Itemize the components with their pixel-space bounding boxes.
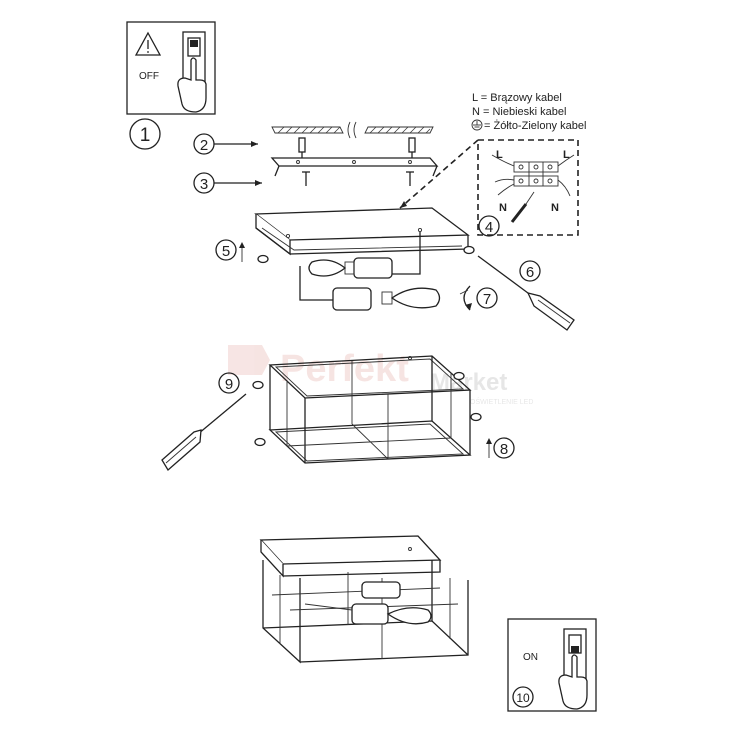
warning-icon [134,31,162,56]
earth-icon [471,119,483,131]
step-10-number: 10 [516,691,530,705]
watermark-brand: Perfekt [280,348,409,390]
step-8-number: 8 [500,441,508,458]
wire-n-right: N [551,202,559,214]
mount-screw-icon [257,254,269,264]
legend-blue: N = Niebieski kabel [472,106,566,118]
hand-icon [177,57,207,113]
step-9-badge: 9 [218,372,240,394]
step-7-badge: 7 [476,287,498,309]
wall-plug-left [298,137,306,158]
step-4-number: 4 [485,219,493,236]
step-1-number: 1 [140,125,151,146]
terminal-block [513,161,559,173]
switch-off-panel: OFF [126,21,216,115]
candle-bulb-rear [308,259,347,277]
step-7-number: 7 [483,291,491,308]
legend-yellow-green: = Żółto-Zielony kabel [484,119,586,132]
candle-bulb-front [390,287,441,309]
rotate-arrow-icon [459,285,472,311]
screw-right [406,171,414,186]
wiring-detail: L L N N [399,139,579,236]
step-6-number: 6 [526,264,534,281]
ceiling [271,121,434,139]
step-3-number: 3 [200,176,208,193]
watermark: Perfekt Market OŚWIETLENIE LED [228,345,533,406]
step-5-number: 5 [222,243,230,260]
screw-left [302,171,310,186]
assembled-lamp [259,535,469,664]
step-8-badge: 8 [486,437,515,459]
step-4-badge: 4 [478,215,500,237]
mounting-bracket [270,157,439,177]
screwdriver-left [161,393,247,472]
switch-on-panel: ON [507,618,597,712]
lamp-base [254,207,470,256]
frame-cage [268,355,472,464]
off-label: OFF [139,71,159,82]
wire-l-right: L [563,149,570,161]
wire-n-left: N [499,202,507,214]
watermark-tagline: OŚWIETLENIE LED [470,397,533,406]
on-label: ON [523,652,538,663]
wall-plug-right [408,137,416,158]
step-5-badge: 5 [215,239,269,264]
step-9-number: 9 [225,376,233,393]
hand-icon [558,654,588,710]
bulb-socket-front [299,266,441,311]
frame-screws [252,371,482,447]
screwdriver-right [463,245,575,331]
step-6-badge: 6 [519,260,541,282]
step-1-badge: 1 [129,118,161,150]
step-3-badge: 3 [193,172,262,194]
step-10-badge: 10 [512,686,534,708]
bulb-socket-rear [308,232,421,279]
wire-l-left: L [496,149,503,161]
step-2-number: 2 [200,137,208,154]
wire-legend: L = Brązowy kabel N = Niebieski kabel = … [471,92,586,132]
step-2-badge: 2 [193,133,258,155]
legend-brown: L = Brązowy kabel [472,92,562,104]
